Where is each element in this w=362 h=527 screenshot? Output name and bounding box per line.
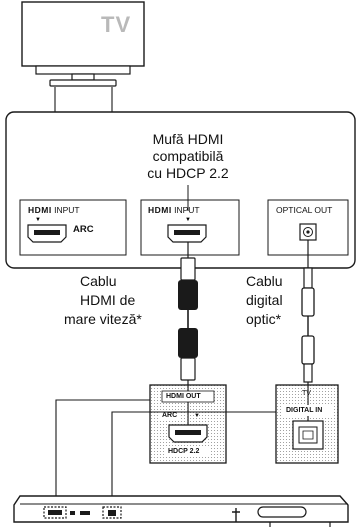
digital-in-label-bg xyxy=(282,405,332,416)
hdmi-cable-label-line-3: mare viteză* xyxy=(64,311,142,327)
soundbar-small-port xyxy=(70,511,75,515)
hdmi-cable xyxy=(178,242,198,432)
optical-cable-label-line-2: digital xyxy=(246,292,283,308)
arc-tag-bg xyxy=(160,410,180,420)
tv-hdmi-arc-port: ▼ xyxy=(19,199,127,256)
hdmi-cable-label: Cablu HDMI de mare viteză* xyxy=(64,272,180,329)
arc-tag: ARC xyxy=(73,224,94,235)
arc-port-arrow: ▼ xyxy=(35,217,41,223)
optical-cable-label-line-1: Cablu xyxy=(246,273,283,289)
callout-line-1: Mufă HDMI xyxy=(152,131,224,147)
tv-optical-out-port xyxy=(267,199,349,256)
hdmi-plug-top xyxy=(180,257,196,281)
optical-socket-core xyxy=(306,230,310,234)
hdmi-out-hdcp-tag: HDCP 2.2 xyxy=(168,448,200,455)
soundbar-illustration xyxy=(13,495,349,527)
hdcp-port-header: HDMI INPUT xyxy=(148,205,200,215)
hdmi-out-socket-inner xyxy=(175,430,201,435)
hdcp-tag-bg xyxy=(164,446,210,456)
tv-stand-base xyxy=(49,79,117,87)
hdcp-port-arrow: ▼ xyxy=(185,217,191,223)
optical-cable-label: Cablu digital optic* xyxy=(246,272,306,329)
hdmi-cable-label-line-1: Cablu xyxy=(80,273,117,289)
soundbar-digital-in-panel xyxy=(275,384,339,464)
tv-illustration xyxy=(21,1,145,87)
optical-cable-label-line-3: optic* xyxy=(246,311,282,327)
tv-hdmi-hdcp-port: ▼ xyxy=(140,185,240,256)
hdmi-plug-bottom-body xyxy=(178,328,198,358)
hdmi-jack-callout: Mufă HDMI compatibilă cu HDCP 2.2 xyxy=(128,131,248,182)
soundbar-grille-slot xyxy=(257,506,307,518)
hdmi-out-title-bg xyxy=(161,390,215,403)
digital-in-tv-tag: TV xyxy=(302,390,311,397)
tv-bezel-bottom xyxy=(35,65,131,75)
digital-in-socket-shape xyxy=(302,430,314,440)
soundbar-pointer-lines xyxy=(55,399,276,508)
tv-stand-neck xyxy=(71,73,95,81)
hdmi-logo: HDMI xyxy=(148,205,172,215)
hdmi-out-arc-tag: ARC xyxy=(162,412,178,419)
hdmi-socket-inner xyxy=(34,230,60,235)
optical-plug-bottom-body xyxy=(301,335,315,365)
hdcp-port-input-label: INPUT xyxy=(174,205,200,215)
hdmi-logo: HDMI xyxy=(28,205,52,215)
callout-line-3: cu HDCP 2.2 xyxy=(147,165,229,181)
soundbar-optical-port xyxy=(108,510,116,516)
optical-out-label: OPTICAL OUT xyxy=(276,205,333,215)
tv-screen xyxy=(21,1,145,67)
hdmi-out-arrow: ▼ xyxy=(194,413,200,419)
hdmi-plug-bottom xyxy=(180,357,196,381)
callout-line-2: compatibilă xyxy=(152,148,224,164)
hdmi-cable-label-line-2: HDMI de xyxy=(80,292,136,308)
hdmi-plug-top-body xyxy=(178,280,198,310)
soundbar-small-port xyxy=(80,511,90,515)
soundbar-hdmi-out-panel xyxy=(149,384,227,464)
digital-in-label: DIGITAL IN xyxy=(286,407,323,414)
digital-in-pointer-line xyxy=(111,411,276,508)
soundbar-power-cord xyxy=(232,508,240,522)
soundbar-hdmi-port xyxy=(48,510,62,515)
optical-plug-bottom-tip xyxy=(303,363,313,383)
tv-label: TV xyxy=(101,12,132,37)
arc-port-header: HDMI INPUT xyxy=(28,205,80,215)
arc-port-input-label: INPUT xyxy=(54,205,80,215)
hdmi-out-pointer-line xyxy=(55,399,150,508)
hdmi-socket-inner xyxy=(174,230,200,235)
hdmi-out-title: HDMI OUT xyxy=(166,393,201,400)
